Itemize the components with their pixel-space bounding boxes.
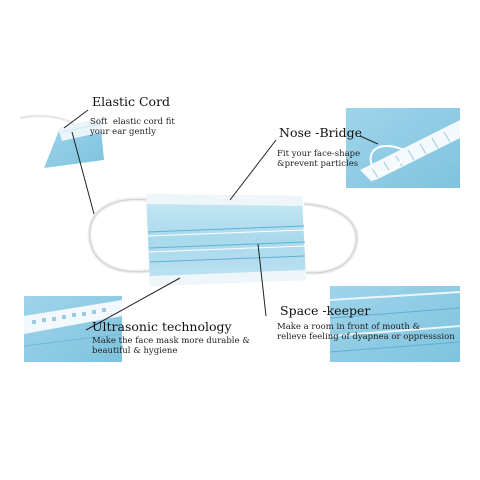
leader-elastic-loop (71, 131, 95, 215)
leader-nose (229, 139, 277, 201)
space-keeper-description: Make a room in front of mouth & relieve … (277, 322, 455, 342)
ultrasonic-description: Make the face mask more durable & beauti… (92, 336, 250, 356)
leader-elastic (63, 109, 89, 129)
leader-nose-right (359, 135, 379, 145)
nose-bridge-title: Nose -Bridge (279, 125, 363, 140)
elastic-detail-image (19, 114, 104, 168)
nose-bridge-detail-image (345, 108, 461, 189)
elastic-cord-description: Soft elastic cord fit your ear gently (90, 117, 175, 137)
space-keeper-title: Space -keeper (280, 303, 371, 318)
leader-ultra (85, 277, 181, 331)
leader-space (257, 243, 267, 317)
ultrasonic-title: Ultrasonic technology (92, 319, 232, 334)
face-mask-illustration (87, 194, 359, 286)
nose-bridge-description: Fit your face-shape &prevent particles (277, 149, 361, 169)
space-keeper-detail-image (329, 286, 461, 362)
ultrasonic-detail-image (23, 296, 123, 362)
elastic-cord-title: Elastic Cord (92, 94, 171, 109)
leader-lines (63, 109, 379, 331)
